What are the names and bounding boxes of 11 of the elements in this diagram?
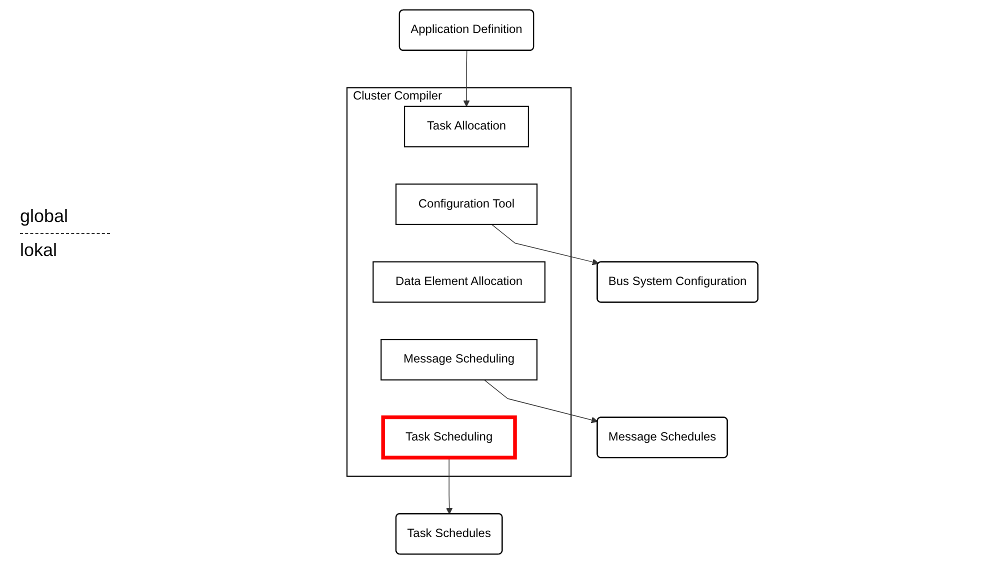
region-label: global [20, 206, 70, 227]
node-box: Task Allocation [404, 106, 529, 148]
arrow [490, 224, 598, 266]
arrow [446, 457, 452, 514]
arrow [462, 50, 470, 107]
arrow [483, 380, 598, 424]
node-box: Data Element Allocation [372, 261, 546, 303]
region-label: lokal [20, 240, 58, 261]
node-box: Task Scheduling [380, 415, 516, 460]
node-box: Configuration Tool [395, 184, 538, 226]
node-box: Message Scheduling [380, 338, 538, 380]
